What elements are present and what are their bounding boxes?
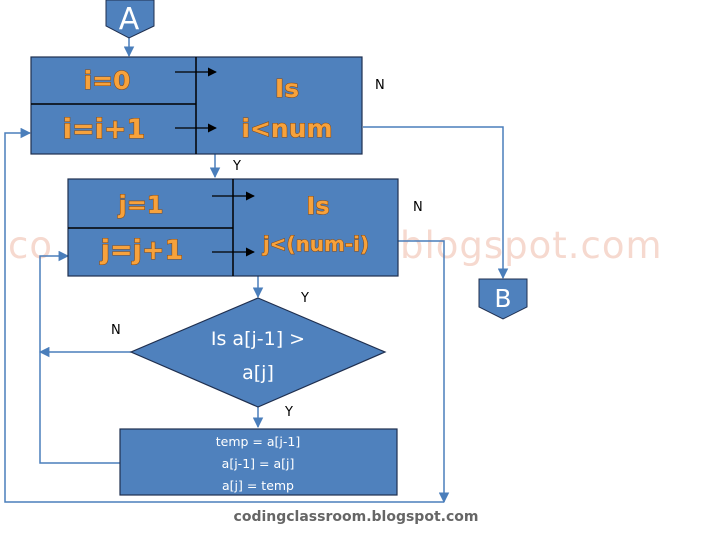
swap-box <box>119 428 398 496</box>
connector-a <box>105 0 155 39</box>
outer-loop-no-label: N <box>375 78 385 93</box>
flow-connectors <box>4 38 509 504</box>
footer-url: codingclassroom.blogspot.com <box>234 509 479 525</box>
inner-loop-condition-line1: Is <box>306 192 329 220</box>
inner-loop-increment: j=j+1 <box>100 235 184 266</box>
swap-line2: a[j-1] = a[j] <box>222 456 295 471</box>
outer-loop-yes-label: Y <box>232 159 241 174</box>
inner-loop-box: j=1 j=j+1 Is j<(num-i) <box>67 178 399 277</box>
outer-loop-init: i=0 <box>84 66 131 95</box>
inner-loop-condition-line2: j<(num-i) <box>262 232 369 256</box>
swap-line1: temp = a[j-1] <box>216 434 300 449</box>
arrow-swap-return-to-inner-increment <box>39 250 120 464</box>
connector-b <box>478 278 528 320</box>
arrow-outer-no-to-b <box>363 126 509 280</box>
decision-no-label: N <box>111 323 121 338</box>
arrow-inner-no-down <box>398 240 450 504</box>
inner-loop-init: j=1 <box>117 191 163 219</box>
decision-diamond <box>129 297 387 408</box>
outer-loop-condition-line2: i<num <box>241 114 332 143</box>
decision-line1: Is a[j-1] > <box>211 328 305 350</box>
inner-loop-yes-label: Y <box>300 291 309 306</box>
decision-yes-label: Y <box>284 405 293 420</box>
decision-line2: a[j] <box>242 362 274 384</box>
outer-loop-increment: i=i+1 <box>63 114 146 145</box>
watermark-left: co <box>8 224 53 267</box>
connector-a-label: A <box>119 2 140 37</box>
outer-loop-condition-line1: Is <box>275 74 299 103</box>
inner-loop-no-label: N <box>413 200 423 215</box>
outer-loop-box: i=0 i=i+1 Is i<num <box>30 56 363 155</box>
connector-b-label: B <box>494 284 511 313</box>
watermark-right: blogspot.com <box>400 224 663 267</box>
swap-line3: a[j] = temp <box>222 478 294 493</box>
arrow-return-to-outer-increment <box>4 127 444 503</box>
